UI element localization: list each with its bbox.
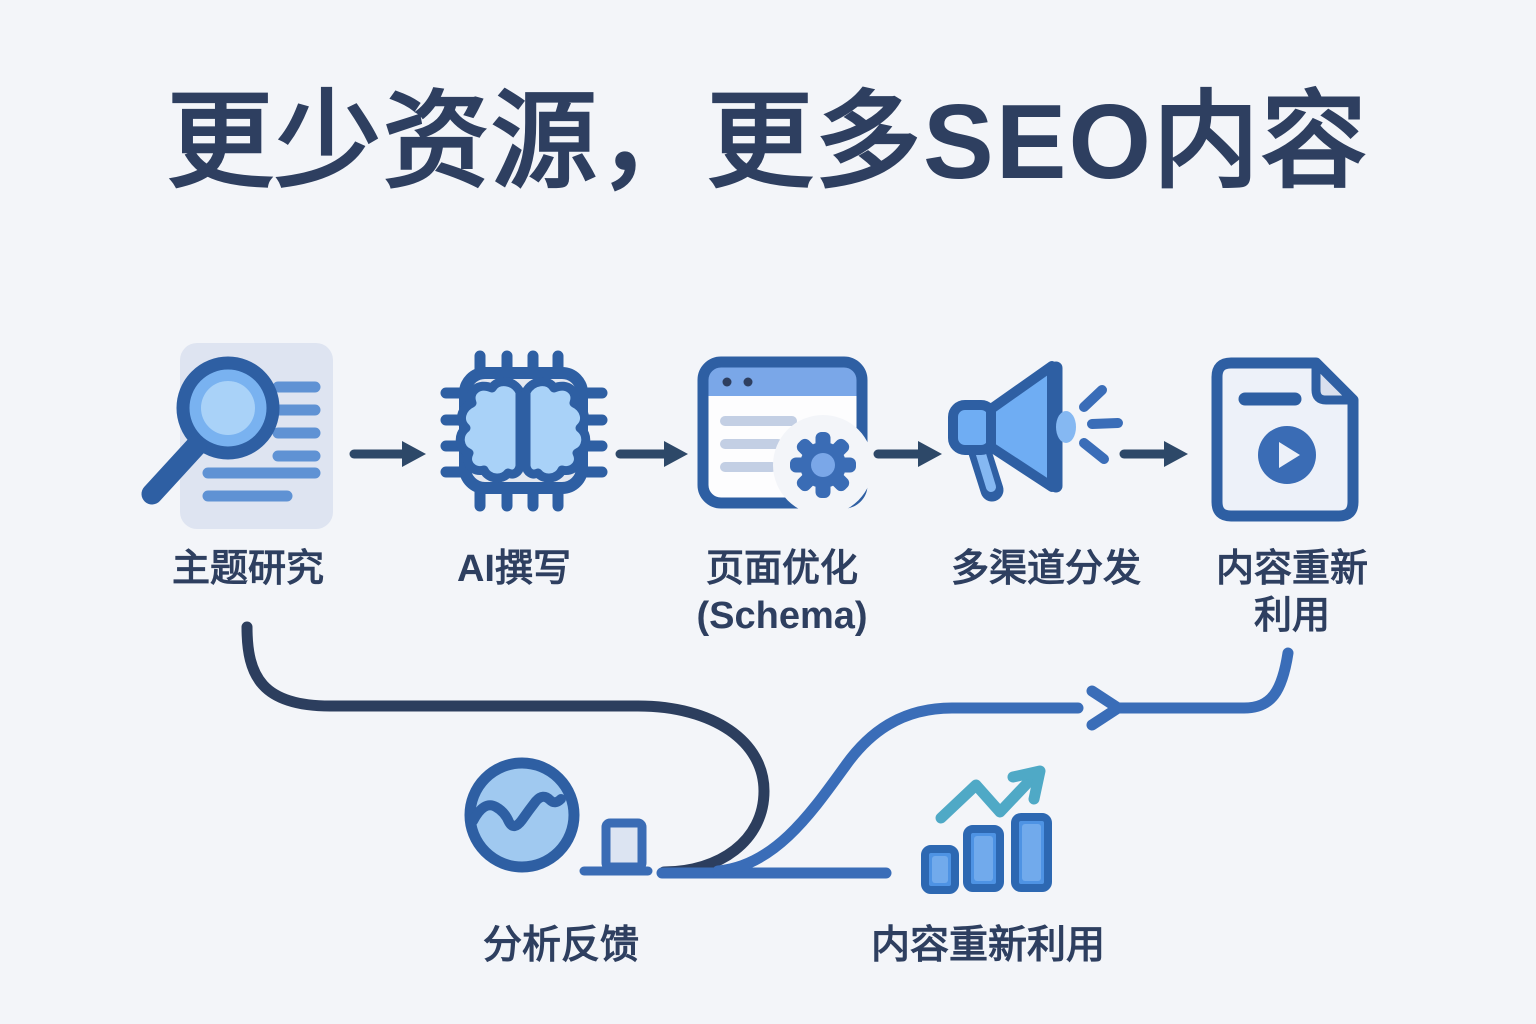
step-label-ai-writing: AI撰写 [456, 548, 572, 590]
step-label-page-optimization: 页面优化 (Schema) [696, 546, 867, 640]
step-label-content-repurpose-line1: 内容重新 [1215, 548, 1369, 590]
browser-gear-icon [697, 356, 873, 515]
feedback-loop-return-curve [1112, 647, 1294, 714]
trend-arrow-icon [935, 768, 1042, 824]
monitor-icon [601, 818, 647, 872]
analytics-feedback-icon [464, 757, 653, 876]
content-repurpose-label: 内容重新利用 [870, 924, 1106, 967]
megaphone-icon [948, 361, 1123, 502]
step-arrow-3-icon [873, 441, 942, 467]
analytics-feedback-label: 分析反馈 [482, 924, 640, 967]
ai-chip-brain-icon [440, 350, 608, 512]
step-label-content-repurpose-line2: 利用 [1253, 595, 1331, 638]
step-label-page-optimization-line2: (Schema) [696, 595, 868, 638]
magnifier-document-icon [141, 343, 333, 529]
page-title: 更少资源，更多SEO内容 [167, 83, 1369, 201]
sound-waves-icon [1079, 385, 1123, 464]
step-arrow-1-icon [349, 441, 426, 467]
step-arrow-2-icon [615, 441, 688, 467]
feedback-loop-arrowhead-icon [1086, 685, 1124, 731]
gear-icon [790, 432, 856, 498]
step-label-multichannel-distribution: 多渠道分发 [950, 548, 1142, 590]
step-label-topic-research: 主题研究 [171, 548, 325, 590]
document-play-icon [1211, 357, 1359, 522]
step-label-page-optimization-line1: 页面优化 [705, 548, 858, 590]
wave-line-icon [468, 791, 566, 831]
bar-chart-icon [921, 765, 1052, 894]
step-label-content-repurpose: 内容重新 利用 [1216, 546, 1368, 640]
